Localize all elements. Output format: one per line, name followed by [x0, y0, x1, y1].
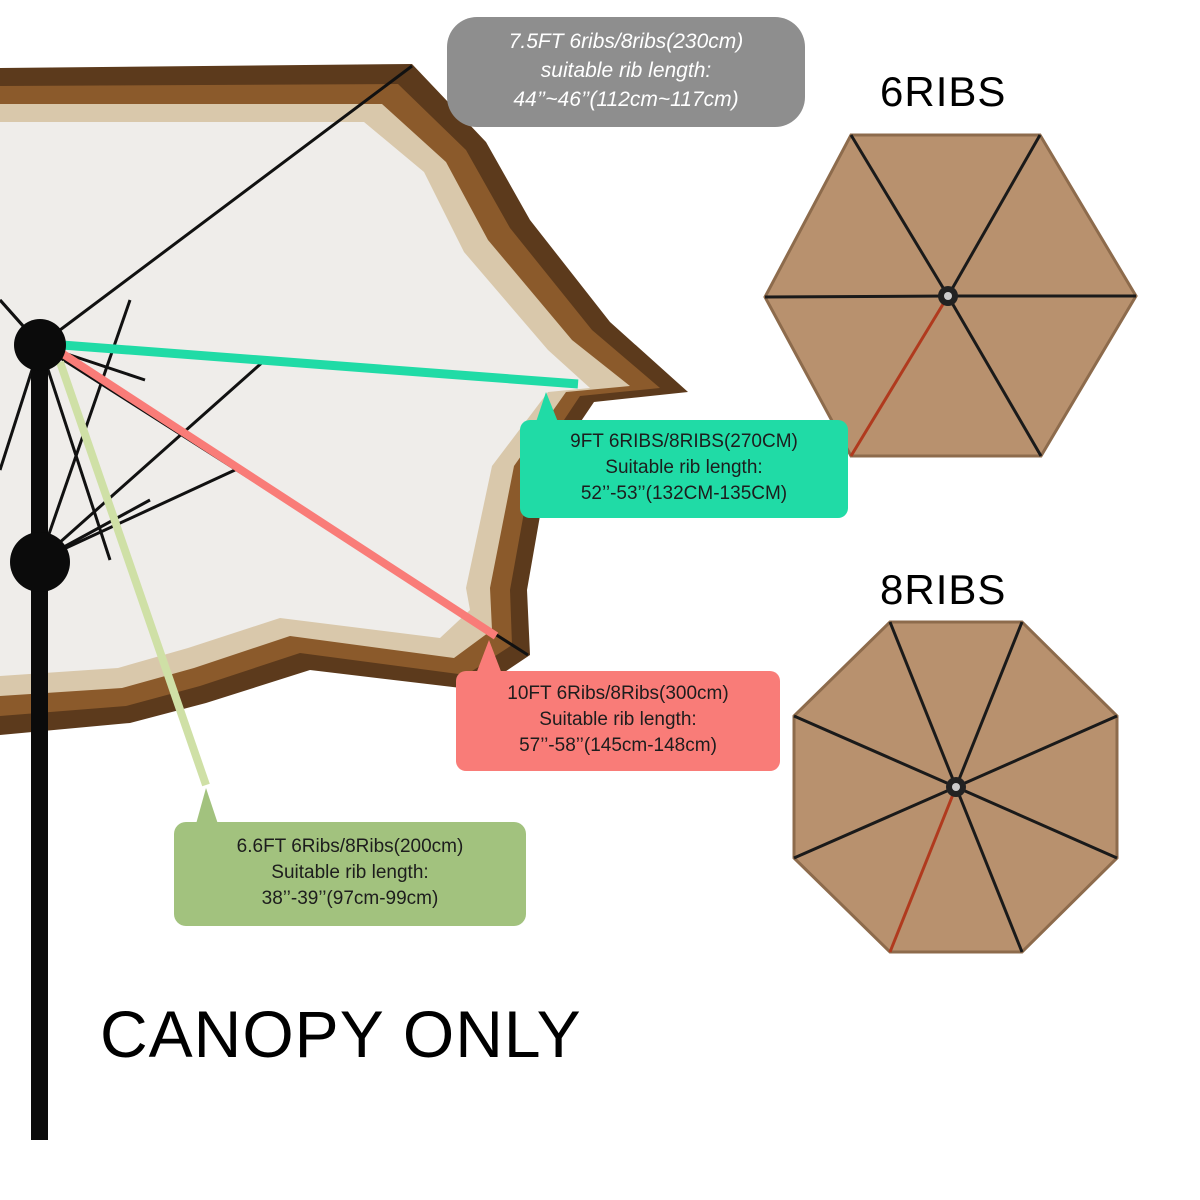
runner-hub: [10, 532, 70, 592]
pointer-66ft: [196, 788, 218, 824]
callout-7-5ft-caption: suitable rib length:: [540, 59, 712, 82]
eight-ribs-label: 8RIBS: [880, 566, 1007, 613]
callout-7-5ft: 7.5FT 6ribs/8ribs(230cm) suitable rib le…: [447, 17, 805, 127]
rib-indicator-66ft: [56, 360, 210, 787]
canopy-only-label: CANOPY ONLY: [100, 997, 582, 1071]
top-hub: [14, 319, 66, 371]
canopy-underside-fabric: [0, 122, 590, 676]
callout-9ft: 9FT 6RIBS/8RIBS(270CM) Suitable rib leng…: [520, 420, 848, 518]
eight-rib-canopy-image: [792, 620, 1119, 954]
callout-10ft-rib-length: 57’’-58’’(145cm-148cm): [519, 735, 717, 756]
callout-7-5ft-size: 7.5FT 6ribs/8ribs(230cm): [508, 30, 744, 53]
callout-6-6ft-caption: Suitable rib length:: [271, 862, 429, 883]
callout-10ft-size: 10FT 6Ribs/8Ribs(300cm): [507, 683, 729, 704]
callout-9ft-rib-length: 52’’-53’’(132CM-135CM): [580, 483, 788, 504]
pointer-9ft: [536, 392, 558, 422]
pointer-10ft: [476, 640, 502, 674]
callout-7-5ft-rib-length: 44’’~46’’(112cm~117cm): [513, 88, 739, 111]
callout-6-6ft-size: 6.6FT 6Ribs/8Ribs(200cm): [236, 836, 464, 857]
rib-indicator-9ft: [61, 340, 579, 389]
rib-indicator-10ft: [57, 348, 499, 640]
callout-6-6ft-rib-length: 38’’-39’’(97cm-99cm): [261, 888, 439, 909]
callout-6-6ft: 6.6FT 6Ribs/8Ribs(200cm) Suitable rib le…: [174, 822, 526, 926]
callout-9ft-size: 9FT 6RIBS/8RIBS(270CM): [570, 431, 798, 452]
callout-10ft: 10FT 6Ribs/8Ribs(300cm) Suitable rib len…: [456, 671, 780, 771]
umbrella-pole: [31, 340, 48, 1140]
callout-9ft-caption: Suitable rib length:: [605, 457, 763, 478]
umbrella-underside-illustration: [0, 64, 688, 1140]
six-rib-canopy-image: [763, 133, 1138, 458]
callout-10ft-caption: Suitable rib length:: [539, 709, 697, 730]
six-ribs-label: 6RIBS: [880, 68, 1007, 115]
